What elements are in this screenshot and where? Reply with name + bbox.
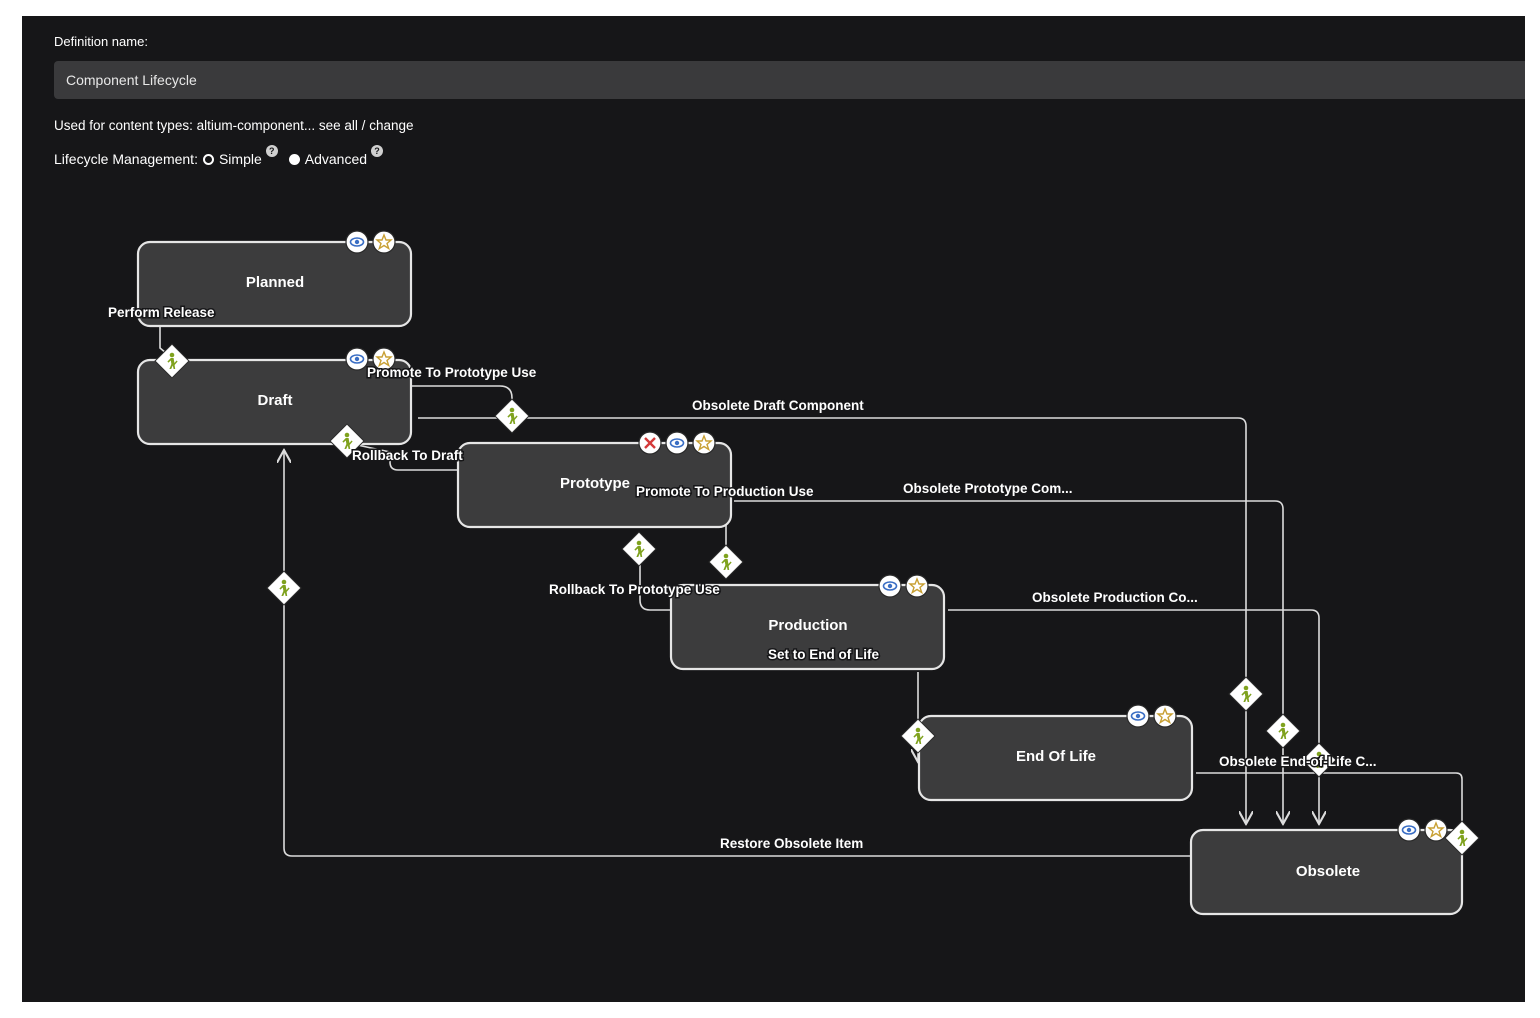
eye-icon[interactable]: [345, 230, 369, 254]
star-icon[interactable]: [372, 230, 396, 254]
state-prototype-label: Prototype: [560, 475, 630, 492]
promote-prototype-walker-icon[interactable]: [494, 398, 530, 434]
close-icon[interactable]: [638, 431, 662, 455]
advanced-option-label[interactable]: Advanced: [304, 151, 368, 167]
simple-option-label[interactable]: Simple: [218, 151, 262, 167]
star-icon[interactable]: [372, 347, 396, 371]
obsolete-prototype-walker-icon[interactable]: [1265, 713, 1301, 749]
transition-labels: Perform Release Promote To Prototype Use…: [107, 304, 1379, 853]
rollback-prototype-walker-icon[interactable]: [621, 531, 657, 567]
transition-restore-obsolete[interactable]: Restore Obsolete Item: [719, 835, 865, 853]
state-end-of-life[interactable]: End Of Life: [917, 714, 1194, 802]
lifecycle-management-row: Lifecycle Management: Simple ? Advanced …: [54, 145, 389, 167]
state-production[interactable]: Production: [669, 583, 946, 671]
advanced-help-icon[interactable]: ?: [371, 145, 384, 157]
transition-obsolete-draft[interactable]: Obsolete Draft Component: [691, 397, 866, 415]
transition-obsolete-prototype[interactable]: Obsolete Prototype Com...: [902, 480, 1075, 498]
star-icon[interactable]: [692, 431, 716, 455]
state-obsolete-label: Obsolete: [1296, 863, 1360, 880]
transition-promote-production[interactable]: Promote To Production Use: [635, 483, 816, 501]
state-end-of-life-label: End Of Life: [1016, 748, 1096, 765]
obsolete-draft-walker-icon[interactable]: [1228, 676, 1264, 712]
state-draft-label: Draft: [257, 392, 292, 409]
lifecycle-management-label: Lifecycle Management:: [54, 151, 198, 167]
content-types-value: altium-component...: [196, 118, 319, 133]
transition-obsolete-production[interactable]: Obsolete Production Co...: [1031, 589, 1200, 607]
transition-markers: [154, 343, 1480, 856]
perform-release-walker-icon[interactable]: [154, 343, 190, 379]
star-icon[interactable]: [905, 574, 929, 598]
simple-help-icon[interactable]: ?: [265, 145, 278, 157]
simple-radio[interactable]: [202, 153, 214, 165]
definition-name-input[interactable]: [54, 61, 1525, 99]
see-all-link[interactable]: see all: [318, 118, 358, 133]
transition-perform-release[interactable]: Perform Release: [107, 304, 217, 322]
state-badges: [345, 230, 1448, 842]
state-obsolete[interactable]: Obsolete: [1189, 828, 1464, 916]
eye-icon[interactable]: [878, 574, 902, 598]
eye-icon[interactable]: [345, 347, 369, 371]
transition-set-end-of-life[interactable]: Set to End of Life: [767, 646, 881, 664]
state-draft[interactable]: Draft: [136, 358, 413, 446]
state-production-label: Production: [768, 617, 847, 634]
advanced-radio[interactable]: [288, 153, 300, 165]
state-planned-label: Planned: [246, 274, 304, 291]
definition-name-label: Definition name:: [54, 34, 148, 49]
star-icon[interactable]: [1153, 704, 1177, 728]
obsolete-production-walker-icon[interactable]: [1301, 742, 1337, 778]
transition-rollback-draft[interactable]: Rollback To Draft: [351, 447, 465, 465]
eye-icon[interactable]: [1126, 704, 1150, 728]
transition-rollback-prototype[interactable]: Rollback To Prototype Use: [548, 581, 722, 599]
restore-obsolete-walker-icon[interactable]: [266, 570, 302, 606]
lifecycle-panel: Definition name: Used for content types:…: [22, 16, 1525, 1002]
promote-production-walker-icon[interactable]: [708, 544, 744, 580]
content-types-label: Used for content types:: [54, 118, 197, 133]
transition-promote-prototype[interactable]: Promote To Prototype Use: [366, 364, 539, 382]
obsolete-eol-walker-icon[interactable]: [1444, 820, 1480, 856]
link-separator: /: [357, 118, 370, 133]
eye-icon[interactable]: [665, 431, 689, 455]
eye-icon[interactable]: [1397, 818, 1421, 842]
state-planned[interactable]: Planned: [136, 240, 413, 328]
star-icon[interactable]: [1424, 818, 1448, 842]
transition-connectors: [159, 326, 1463, 877]
set-end-of-life-walker-icon[interactable]: [900, 718, 936, 754]
change-link[interactable]: change: [369, 118, 414, 133]
transition-obsolete-eol[interactable]: Obsolete End-of-Life C...: [1218, 753, 1379, 771]
rollback-draft-walker-icon[interactable]: [329, 423, 365, 459]
content-types-row: Used for content types: altium-component…: [54, 118, 413, 133]
state-prototype[interactable]: Prototype: [456, 441, 733, 529]
